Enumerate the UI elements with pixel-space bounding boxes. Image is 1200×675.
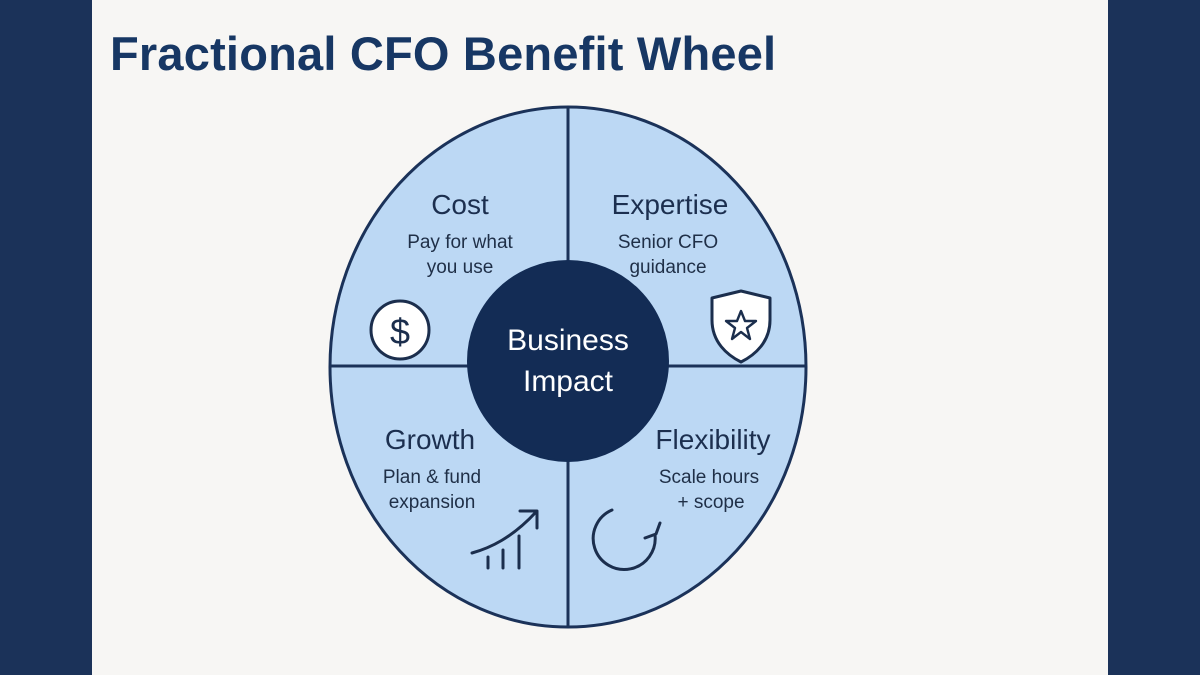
segment-cost-desc-line1: Pay for what [407,232,513,253]
svg-text:$: $ [390,311,410,352]
segment-growth: Growth Plan & fund expansion [383,424,539,570]
segment-cost-title: Cost [431,189,489,220]
segment-cost-desc-line2: you use [427,257,494,278]
dollar-coin-icon: $ [369,299,431,361]
segment-flexibility: Flexibility Scale hours + scope [591,424,771,571]
center-label-line1: Business [507,324,629,357]
segment-growth-title: Growth [385,424,475,455]
refresh-arrow-icon [591,508,662,571]
growth-chart-icon [470,509,539,570]
right-band [1108,0,1200,675]
segment-expertise-title: Expertise [612,189,729,220]
center-label-line2: Impact [523,365,614,398]
center-hub: Business Impact [467,260,669,462]
segment-flexibility-desc-line2: + scope [677,492,744,513]
segment-expertise-desc-line2: guidance [629,257,706,278]
segment-expertise: Expertise Senior CFO guidance [612,189,772,364]
segment-flexibility-desc-line1: Scale hours [659,467,759,488]
segment-flexibility-title: Flexibility [655,424,770,455]
segment-cost: Cost Pay for what you use $ [369,189,514,361]
shield-star-icon [710,289,772,364]
segment-growth-desc-line2: expansion [389,492,476,513]
segment-expertise-desc-line1: Senior CFO [618,232,718,253]
left-band [0,0,92,675]
page-title: Fractional CFO Benefit Wheel [110,27,777,80]
segment-growth-desc-line1: Plan & fund [383,467,481,488]
